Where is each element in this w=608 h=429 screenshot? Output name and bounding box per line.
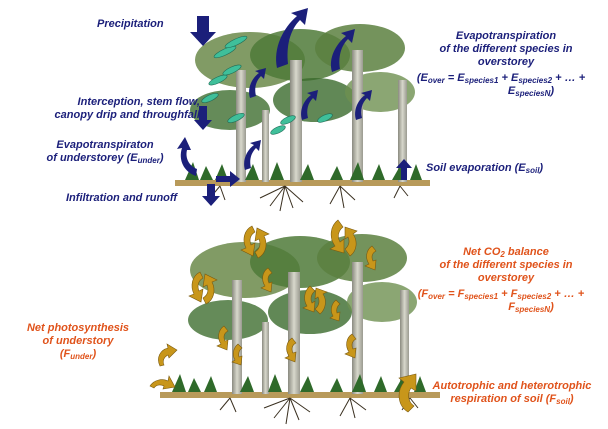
infiltration-label: Infiltration and runoff (66, 192, 177, 205)
net-co2-overstorey-equation: (Fover = Fspecies1 + Fspecies2 + … + Fsp… (396, 288, 606, 314)
tree-trunk (288, 272, 300, 394)
net-co2-overstorey-label: Net CO2 balance of the different species… (408, 246, 604, 285)
forest-illustration-bottom (160, 234, 440, 424)
interception-label: Interception, stem flow, canopy drip and… (12, 96, 200, 122)
soil-respiration-label: Autotrophic and heterotrophic respiratio… (418, 380, 606, 406)
roots (210, 186, 408, 211)
tree-trunk (262, 110, 269, 182)
roots (220, 398, 418, 424)
tree-trunk (352, 262, 363, 394)
tree-trunk (232, 280, 242, 394)
evapotranspiration-understorey-arrow (177, 137, 197, 176)
understorey-photosynthesis-arrow (150, 376, 175, 389)
canopy (188, 300, 268, 340)
soil-evaporation-label: Soil evaporation (Esoil) (426, 162, 543, 175)
precipitation-label: Precipitation (97, 18, 164, 31)
evapotranspiration-overstorey-label: Evapotranspiration of the different spec… (408, 30, 604, 69)
understorey-photosynthesis-arrow (158, 344, 177, 366)
tree-trunk (262, 322, 269, 394)
vapour-drop (269, 124, 286, 136)
evapotranspiration-overstorey-equation: (Eover = Especies1 + Especies2 + … + Esp… (396, 72, 606, 98)
evapotranspiration-understorey-label: Evapotranspiraton of understorey (Eunder… (34, 139, 176, 165)
understorey-photosynthesis-label: Net photosynthesis of understory (Funder… (10, 322, 146, 361)
infiltration-arrow (202, 184, 220, 206)
